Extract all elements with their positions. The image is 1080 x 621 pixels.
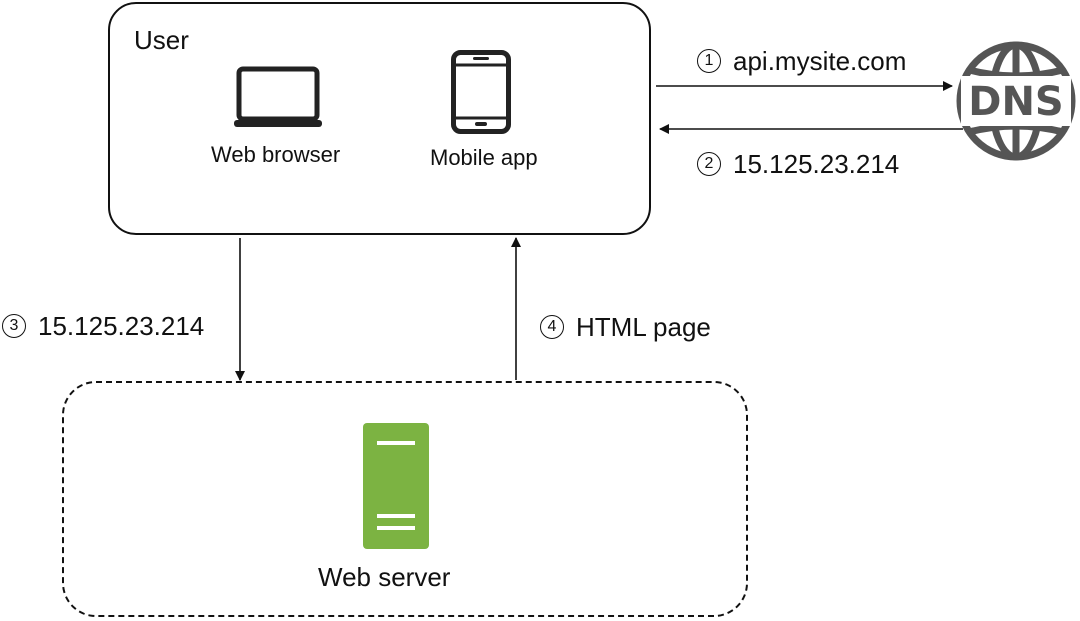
web-server-group [62,381,748,617]
step-number-badge: 4 [540,315,564,339]
step-3-label: 3 15.125.23.214 [2,313,204,339]
dns-icon-text: DNS [968,79,1064,125]
step-number-badge: 3 [2,314,26,338]
step-4-label: 4 HTML page [540,314,711,340]
laptop-icon [234,66,322,127]
step-number-badge: 1 [697,49,721,73]
user-group [108,2,651,235]
step-1-label: 1 api.mysite.com [697,48,906,74]
mobile-phone-icon [451,50,511,134]
dns-globe-icon: DNS [956,41,1076,161]
step-text: 15.125.23.214 [38,311,205,341]
web-browser-label: Web browser [211,142,341,167]
step-number-badge: 2 [697,152,721,176]
step-text: 15.125.23.214 [733,149,900,179]
mobile-app-label: Mobile app [430,145,538,170]
step-2-label: 2 15.125.23.214 [697,151,899,177]
web-server-label: Web server [318,562,451,592]
step-text: api.mysite.com [733,46,907,76]
user-title: User [134,25,189,55]
step-text: HTML page [576,312,711,342]
server-icon [363,423,429,549]
